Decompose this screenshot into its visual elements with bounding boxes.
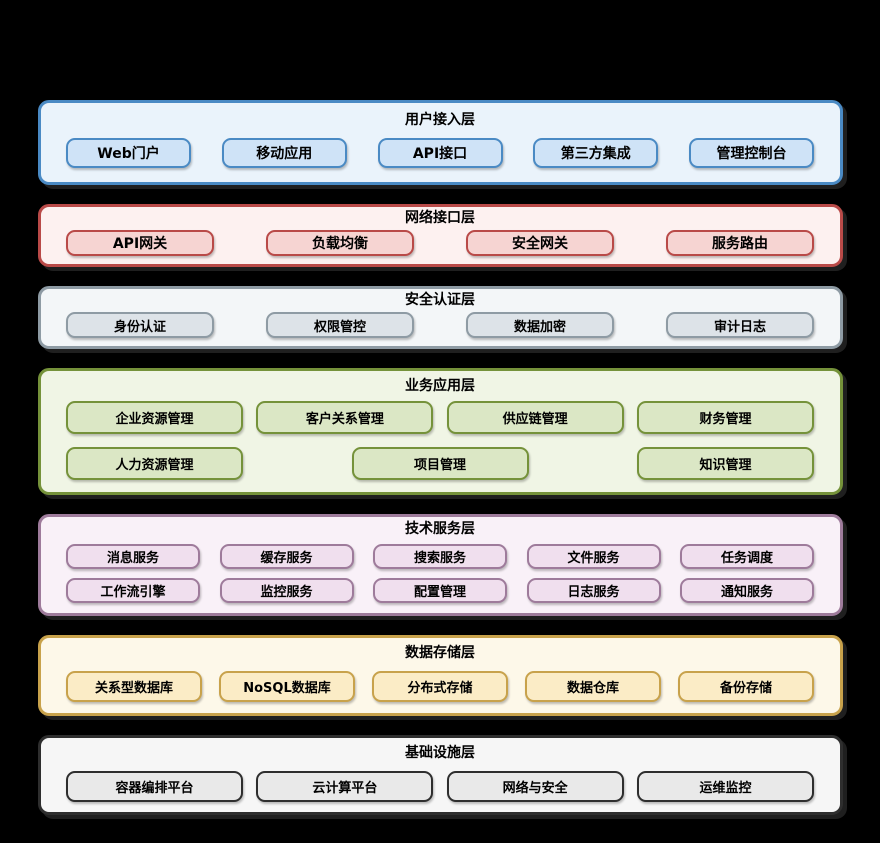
component-row: 关系型数据库 NoSQL数据库分布式存储数据仓库备份存储	[66, 671, 814, 702]
component-box: Web门户	[66, 138, 191, 168]
component-box: 移动应用	[221, 138, 347, 168]
layer-business-app: 业务应用层企业资源管理客户关系管理供应链管理财务管理人力资源管理项目管理知识管理	[38, 368, 843, 495]
component-box: 备份存储	[678, 671, 814, 702]
component-box: 项目管理	[351, 447, 529, 480]
component-box: 身份认证	[66, 312, 214, 338]
component-box: 运维监控	[636, 771, 814, 802]
layer-user-access: 用户接入层 Web门户移动应用 API接口第三方集成管理控制台	[38, 100, 843, 185]
component-box: 安全网关	[466, 230, 614, 256]
layer-infrastructure: 基础设施层容器编排平台云计算平台网络与安全运维监控	[38, 735, 843, 815]
layer-tech-services: 技术服务层消息服务缓存服务搜索服务文件服务任务调度工作流引擎监控服务配置管理日志…	[38, 514, 843, 616]
component-box: 客户关系管理	[256, 401, 434, 434]
component-row: 工作流引擎监控服务配置管理日志服务通知服务	[66, 578, 814, 603]
component-row: 人力资源管理 项目管理 知识管理	[66, 447, 814, 480]
component-box: 数据加密	[466, 312, 614, 338]
layer-data-storage: 数据存储层关系型数据库 NoSQL数据库分布式存储数据仓库备份存储	[38, 635, 843, 716]
component-box: API接口	[377, 138, 503, 168]
component-box: 缓存服务	[219, 544, 354, 569]
component-box: 日志服务	[526, 578, 661, 603]
component-box: API网关	[66, 230, 214, 256]
component-box: 知识管理	[637, 447, 814, 480]
component-row: 企业资源管理客户关系管理供应链管理财务管理	[66, 401, 814, 434]
component-box: 管理控制台	[689, 138, 814, 168]
component-box: 服务路由	[666, 230, 814, 256]
component-box: 搜索服务	[373, 544, 507, 569]
layer-title-business-app: 业务应用层	[405, 378, 475, 394]
component-box: 关系型数据库	[66, 671, 202, 702]
component-box: 消息服务	[66, 544, 200, 569]
layer-title-data-storage: 数据存储层	[405, 645, 475, 661]
component-row: Web门户移动应用 API接口第三方集成管理控制台	[66, 138, 814, 168]
layer-network-interface: 网络接口层 API网关 负载均衡 安全网关 服务路由	[38, 204, 843, 267]
component-box: 任务调度	[680, 544, 814, 569]
component-box: NoSQL数据库	[219, 671, 355, 702]
component-box: 网络与安全	[446, 771, 624, 802]
component-box: 企业资源管理	[66, 401, 243, 434]
component-row: 消息服务缓存服务搜索服务文件服务任务调度	[66, 544, 814, 569]
architecture-diagram: 用户接入层 Web门户移动应用 API接口第三方集成管理控制台网络接口层 API网关 负…	[38, 100, 843, 815]
component-box: 数据仓库	[525, 671, 661, 702]
layer-title-infrastructure: 基础设施层	[405, 745, 475, 761]
component-box: 权限管控	[266, 312, 414, 338]
component-box: 工作流引擎	[66, 578, 200, 603]
component-box: 监控服务	[219, 578, 354, 603]
layer-title-security-auth: 安全认证层	[405, 292, 475, 308]
layer-title-user-access: 用户接入层	[405, 112, 475, 128]
component-box: 分布式存储	[372, 671, 508, 702]
component-row: API网关 负载均衡 安全网关 服务路由	[66, 230, 814, 256]
component-box: 容器编排平台	[66, 771, 243, 802]
layer-title-network-interface: 网络接口层	[405, 210, 475, 226]
layer-title-tech-services: 技术服务层	[405, 521, 475, 537]
component-box: 审计日志	[666, 312, 814, 338]
component-box: 人力资源管理	[66, 447, 243, 480]
component-box: 负载均衡	[266, 230, 414, 256]
component-box: 云计算平台	[256, 771, 434, 802]
component-row: 身份认证 权限管控 数据加密 审计日志	[66, 312, 814, 338]
component-row: 容器编排平台云计算平台网络与安全运维监控	[66, 771, 814, 802]
component-box: 第三方集成	[533, 138, 659, 168]
component-box: 通知服务	[680, 578, 814, 603]
component-box: 文件服务	[526, 544, 661, 569]
component-box: 财务管理	[636, 401, 814, 434]
component-box: 供应链管理	[446, 401, 624, 434]
layer-security-auth: 安全认证层身份认证 权限管控 数据加密 审计日志	[38, 286, 843, 349]
component-box: 配置管理	[373, 578, 507, 603]
